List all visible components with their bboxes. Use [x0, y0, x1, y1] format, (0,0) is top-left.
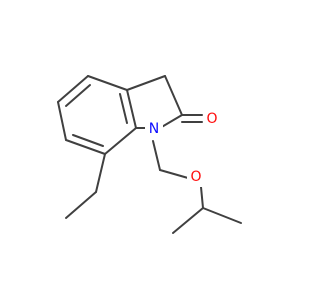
ring-bond-c3-to-ch2 [126, 75, 166, 91]
isopropyl-right-methyl-bond [202, 207, 242, 224]
isopropyl-left-methyl-bond [172, 207, 204, 234]
benzene-inner-double-bond-3 [119, 93, 128, 124]
ethyl-bond-2 [65, 191, 97, 219]
benzene-bond-6 [87, 75, 128, 91]
benzene-bond-5 [126, 89, 137, 129]
benzene-bond-1 [57, 75, 89, 103]
isopropoxymethyl-group [152, 140, 242, 234]
benzene-inner-double-bond-1 [65, 84, 91, 107]
molecule-diagram: O N O [57, 75, 242, 234]
benzene-inner-double-bond-2 [72, 134, 104, 147]
ring-bond-ch2-to-carbonyl-carbon [164, 75, 183, 116]
ring-bond-carbonyl-carbon-to-nitrogen [159, 114, 183, 129]
ether-oxygen-label: O [190, 169, 201, 185]
molecule-structure: O N O [57, 75, 242, 234]
ring-nitrogen-label-mask [145, 119, 163, 139]
lactam-ring [126, 75, 203, 129]
ether-oxygen-label-mask [187, 167, 205, 187]
benzene-ring [57, 75, 137, 155]
n-to-methylene-bond [152, 140, 161, 171]
ether-oxygen-to-isopropyl-carbon-bond [200, 186, 204, 209]
methylene-to-ether-oxygen-bond [159, 169, 189, 179]
benzene-bond-3 [65, 139, 106, 155]
benzene-bond-4 [104, 127, 137, 155]
carbonyl-oxygen-label-mask [203, 109, 221, 129]
benzene-bond-2 [57, 101, 67, 141]
carbonyl-oxygen-label: O [206, 111, 217, 127]
ethyl-group [65, 153, 106, 219]
ethyl-bond-1 [95, 153, 106, 193]
ring-nitrogen-label: N [149, 121, 159, 137]
